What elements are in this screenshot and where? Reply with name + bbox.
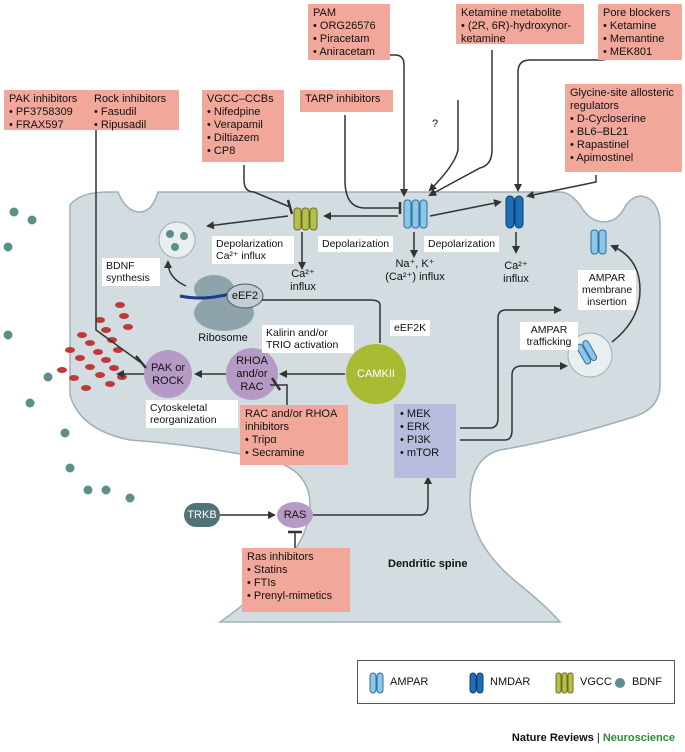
legend-nmdar-icon (469, 672, 484, 694)
pak-rock-inhibitors-box: PAK inhibitors PF3758309 FRAX597 Rock in… (4, 90, 179, 132)
eef2-node (226, 283, 264, 309)
rhoa-rac-label: RHOA and/or RAC (236, 355, 268, 393)
ras-inhibitors-item: FTIs (247, 577, 345, 590)
vgcc-ccbs-item: CP8 (207, 145, 279, 158)
glycine-site-box: Glycine-site allosteric regulators D-Cyc… (565, 84, 682, 172)
camkii-node (346, 344, 406, 404)
pak-inhibitors-item: PF3758309 (9, 106, 77, 119)
legend-ampar-label: AMPAR (390, 676, 429, 688)
pam-item: Aniracetam (313, 46, 385, 59)
rac-rhoa-inhibitors-title: RAC and/or RHOA inhibitors (245, 408, 337, 433)
kinase-item: PI3K (400, 434, 450, 447)
legend-bdnf-label: BDNF (632, 676, 662, 688)
rhoa-rac-node (226, 348, 278, 400)
rock-inhibitors-item: Fasudil (94, 106, 166, 119)
glycine-site-item: Rapastinel (570, 139, 677, 152)
vgcc-ccbs-item: Diltiazem (207, 132, 279, 145)
tarp-inhibitors-box: TARP inhibitors (300, 90, 393, 112)
trkb-label: TRKB (187, 509, 217, 521)
cytoskeletal-label: Cytoskeletal reorganization (146, 400, 238, 428)
ampar-channel-vesicle (576, 340, 598, 365)
ras-inhibitors-item: Statins (247, 564, 345, 577)
glycine-site-item: BL6–BL21 (570, 126, 677, 139)
rock-inhibitors-item: Ripusadil (94, 119, 166, 132)
pam-box: PAM ORG26576 Piracetam Aniracetam (308, 4, 390, 60)
ras-inhibitors-title: Ras inhibitors (247, 551, 314, 563)
pore-blockers-title: Pore blockers (603, 7, 671, 19)
pore-blockers-item: Ketamine (603, 20, 677, 33)
legend-bdnf-icon (615, 678, 625, 688)
depolarization-ca-label: Depolarization Ca²⁺ influx (212, 236, 294, 264)
ampar-channel-membrane (403, 199, 428, 229)
question-mark-label: ? (432, 118, 439, 130)
vgcc-channel (293, 207, 318, 231)
vgcc-ccbs-item: Verapamil (207, 119, 279, 132)
extracellular-bdnf (3, 207, 135, 503)
na-k-influx-label: Na⁺, K⁺ (Ca²⁺) influx (385, 258, 445, 283)
pore-blockers-box: Pore blockers Ketamine Memantine MEK801 (598, 4, 682, 60)
pam-title: PAM (313, 7, 337, 19)
trkb-node (184, 503, 220, 527)
nmdar-channel (505, 195, 524, 229)
ras-label: RAS (283, 509, 307, 521)
kalirin-trio-label: Kalirin and/or TRIO activation (262, 325, 354, 353)
credit-separator: | (593, 732, 603, 744)
ampar-trafficking-label: AMPAR trafficking (520, 322, 578, 350)
vgcc-ccbs-title: VGCC–CCBs (207, 93, 274, 105)
ketamine-metabolite-item: (2R, 6R)-hydroxynor-ketamine (461, 20, 579, 46)
pam-item: Piracetam (313, 33, 385, 46)
glycine-site-item: D-Cycloserine (570, 113, 677, 126)
pak-inhibitors-title: PAK inhibitors (9, 93, 78, 105)
tarp-inhibitors-title: TARP inhibitors (305, 93, 381, 105)
pak-rock-label: PAK or ROCK (150, 362, 186, 387)
actin-filaments (57, 302, 133, 391)
eef2k-label: eEF2K (390, 320, 431, 336)
journal-credit: Nature Reviews | Neuroscience (512, 732, 675, 744)
legend-nmdar-label: NMDAR (490, 676, 531, 688)
pak-inhibitors-item: FRAX597 (9, 119, 77, 132)
vgcc-ccbs-box: VGCC–CCBs Nifedpine Verapamil Diltiazem … (202, 90, 284, 162)
vgcc-ca-influx-label: Ca²⁺ influx (290, 268, 316, 293)
rock-inhibitors-title: Rock inhibitors (94, 93, 167, 105)
mek-erk-pi3k-mtor-box: MEK ERK PI3K mTOR (394, 404, 456, 478)
dendritic-spine-label: Dendritic spine (388, 558, 468, 570)
nmdar-ca-influx-label: Ca²⁺ influx (503, 260, 529, 285)
glycine-site-title: Glycine-site allosteric regulators (570, 87, 674, 112)
ketamine-metabolite-box: Ketamine metabolite (2R, 6R)-hydroxynor-… (456, 4, 584, 46)
ribosome-label: Ribosome (198, 332, 248, 344)
depolarization-mid-label: Depolarization (318, 236, 394, 252)
ketamine-metabolite-title: Ketamine metabolite (461, 7, 562, 19)
kinase-item: mTOR (400, 447, 450, 460)
bdnf-synthesis-label: BDNF synthesis (102, 258, 160, 286)
legend-vgcc-icon (555, 672, 574, 694)
rac-rhoa-inhibitors-item: Tripα (245, 434, 343, 447)
credit-section: Neuroscience (602, 732, 675, 744)
pore-blockers-item: Memantine (603, 33, 677, 46)
pak-rock-node (144, 350, 192, 398)
legend-vgcc-label: VGCC (580, 676, 612, 688)
bdnf-vesicle (158, 221, 196, 259)
legend: AMPAR NMDAR VGCC BDNF (357, 660, 675, 704)
eef2-label: eEF2 (231, 290, 259, 302)
camkii-label: CAMKII (357, 368, 395, 380)
ras-inhibitors-box: Ras inhibitors Statins FTIs Prenyl-mimet… (242, 548, 350, 612)
depolarization-right-label: Depolarization (424, 236, 500, 252)
vgcc-ccbs-item: Nifedpine (207, 106, 279, 119)
legend-ampar-icon (369, 672, 384, 694)
ras-inhibitors-item: Prenyl-mimetics (247, 590, 345, 603)
kinase-item: MEK (400, 408, 450, 421)
ampar-insertion-label: AMPAR membrane insertion (578, 270, 636, 310)
rac-rhoa-inhibitors-box: RAC and/or RHOA inhibitors Tripα Secrami… (240, 405, 348, 465)
kinase-item: ERK (400, 421, 450, 434)
credit-journal: Nature Reviews (511, 732, 594, 744)
rac-rhoa-inhibitors-item: Secramine (245, 447, 343, 460)
ampar-channel-inserted (590, 229, 607, 255)
pam-item: ORG26576 (313, 20, 385, 33)
ras-node (277, 502, 313, 528)
glycine-site-item: Apimostinel (570, 152, 677, 165)
pore-blockers-item: MEK801 (603, 46, 677, 59)
